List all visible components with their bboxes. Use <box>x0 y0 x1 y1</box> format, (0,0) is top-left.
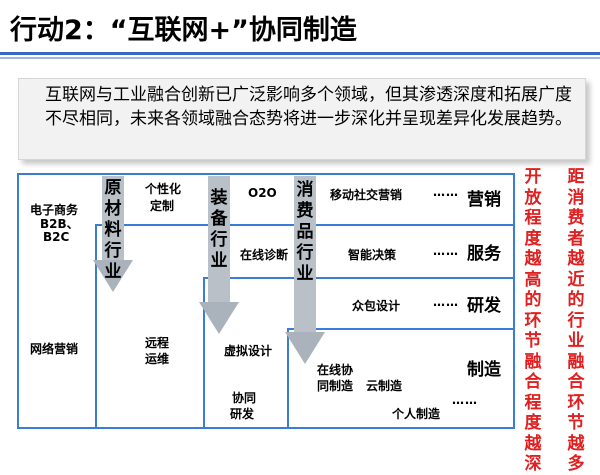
stage-divider <box>203 224 515 226</box>
item-virtual-design: 虚拟设计 <box>224 344 273 358</box>
stage-divider <box>287 277 515 279</box>
item-cloud-mfg: 云制造 <box>366 379 403 393</box>
arrow-consumer <box>285 176 325 364</box>
intro-box: 互联网与工业融合创新已广泛影响多个领域，但其渗透深度和拓展广度不尽相同，未来各领… <box>18 78 586 160</box>
arrow-raw-material <box>93 176 133 292</box>
item-customization: 个性化 <box>145 182 182 196</box>
item-personal-mfg: 个人制造 <box>392 407 441 421</box>
stage-label-rnd: 研发 <box>467 296 501 316</box>
item-online-collab-2: 同制造 <box>317 379 354 393</box>
integration-diagram: 原材料行业 装备行业 消费品行业 营销 服务 研发 制造 电子商务 B2B、 B… <box>17 167 585 474</box>
item-ellipsis: …… <box>433 185 459 199</box>
item-mobile-social: 移动社交营销 <box>330 188 403 202</box>
industry-label-equipment: 装备行业 <box>210 188 228 271</box>
item-customization-2: 定制 <box>150 199 175 213</box>
item-remote-ops-2: 运维 <box>145 352 170 366</box>
item-ellipsis: …… <box>452 393 478 407</box>
item-ellipsis: …… <box>433 295 459 309</box>
title-divider <box>0 52 600 55</box>
page-title: 行动2：“互联网+”协同制造 <box>10 15 357 46</box>
stage-label-marketing: 营销 <box>467 190 501 210</box>
item-b2c: B2C <box>43 230 70 244</box>
intro-text: 互联网与工业融合创新已广泛影响多个领域，但其渗透深度和拓展广度不尽相同，未来各领… <box>45 85 572 129</box>
note-distance: 距消费者越近的行业融合环节越多 <box>567 167 585 474</box>
item-online-collab: 在线协 <box>317 363 354 377</box>
stage-label-manufacturing: 制造 <box>467 360 501 380</box>
industry-label-consumer: 消费品行业 <box>296 180 314 284</box>
note-openness: 开放程度越高的环节融合程度越深 <box>524 167 542 474</box>
industry-label-raw-material: 原材料行业 <box>104 178 122 282</box>
title-divider-thin <box>0 57 600 59</box>
stage-label-service: 服务 <box>467 244 501 264</box>
arrow-equipment <box>199 176 239 334</box>
item-o2o: O2O <box>248 186 277 200</box>
item-smart-decision: 智能决策 <box>348 248 397 262</box>
item-b2b: B2B、 <box>40 217 79 231</box>
item-ellipsis: …… <box>433 244 459 258</box>
item-crowd-design: 众包设计 <box>352 299 401 313</box>
item-network-marketing: 网络营销 <box>30 342 79 356</box>
item-ecommerce: 电子商务 <box>30 203 79 217</box>
item-remote-ops: 远程 <box>145 336 170 350</box>
item-collab-rnd: 协同 <box>232 391 257 405</box>
item-online-diagnosis: 在线诊断 <box>240 248 289 262</box>
item-collab-rnd-2: 研发 <box>230 407 255 421</box>
frame-consumer <box>287 328 515 429</box>
